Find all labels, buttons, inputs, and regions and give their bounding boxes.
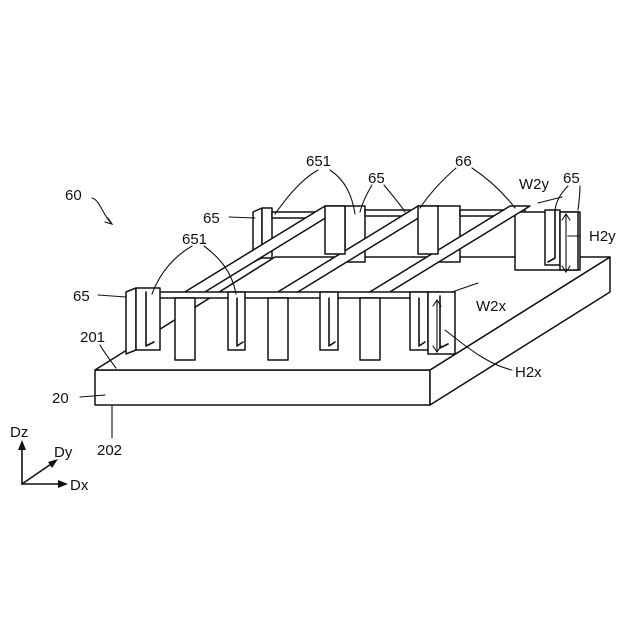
axis-y-line	[22, 462, 54, 484]
label-pillars-top: 65	[368, 170, 385, 187]
label-device: 60	[65, 187, 82, 204]
rib-post	[175, 298, 195, 360]
label-h2x: H2x	[515, 364, 542, 381]
label-bridge-back: 651	[306, 153, 331, 170]
leader-65-back-left	[229, 217, 255, 218]
substrate-slab	[95, 257, 610, 405]
pillar-front	[136, 288, 160, 350]
rib-2-end	[418, 206, 438, 254]
label-w2x: W2x	[476, 298, 507, 315]
leader-60-arrowhead	[105, 218, 112, 224]
rib-1-end	[325, 206, 345, 254]
pillar-u-front	[545, 210, 560, 265]
leader-65-right-b	[578, 186, 580, 210]
leader-651-front-a	[152, 246, 192, 294]
axis-z-arrowhead	[18, 440, 26, 450]
leader-651-back-a	[275, 170, 318, 214]
label-axis-y: Dy	[54, 444, 73, 461]
rib-post	[268, 298, 288, 360]
label-h2y: H2y	[589, 228, 616, 245]
axis-x-arrowhead	[58, 480, 68, 488]
substrate-front-face	[95, 370, 430, 405]
leader-66-a	[420, 168, 456, 208]
leader-65-top-b	[384, 185, 405, 212]
leader-65-front-left	[98, 295, 126, 297]
pillar-side	[126, 288, 136, 354]
label-pillar-front-left: 65	[73, 288, 90, 305]
label-bridge-front: 651	[182, 231, 207, 248]
label-bottom-surface: 202	[97, 442, 122, 459]
rib-post	[360, 298, 380, 360]
label-pillar-back-left: 65	[203, 210, 220, 227]
pillar-front	[428, 292, 455, 354]
label-axis-x: Dx	[70, 477, 89, 494]
label-axis-z: Dz	[10, 424, 28, 441]
label-w2y: W2y	[519, 176, 550, 193]
label-top-surface: 201	[80, 329, 105, 346]
leader-66-b	[472, 168, 515, 208]
label-substrate: 20	[52, 390, 69, 407]
front-bridge-top	[145, 292, 440, 298]
label-rib: 66	[455, 153, 472, 170]
pillar-front	[560, 212, 578, 270]
label-pillar-right: 65	[563, 170, 580, 187]
